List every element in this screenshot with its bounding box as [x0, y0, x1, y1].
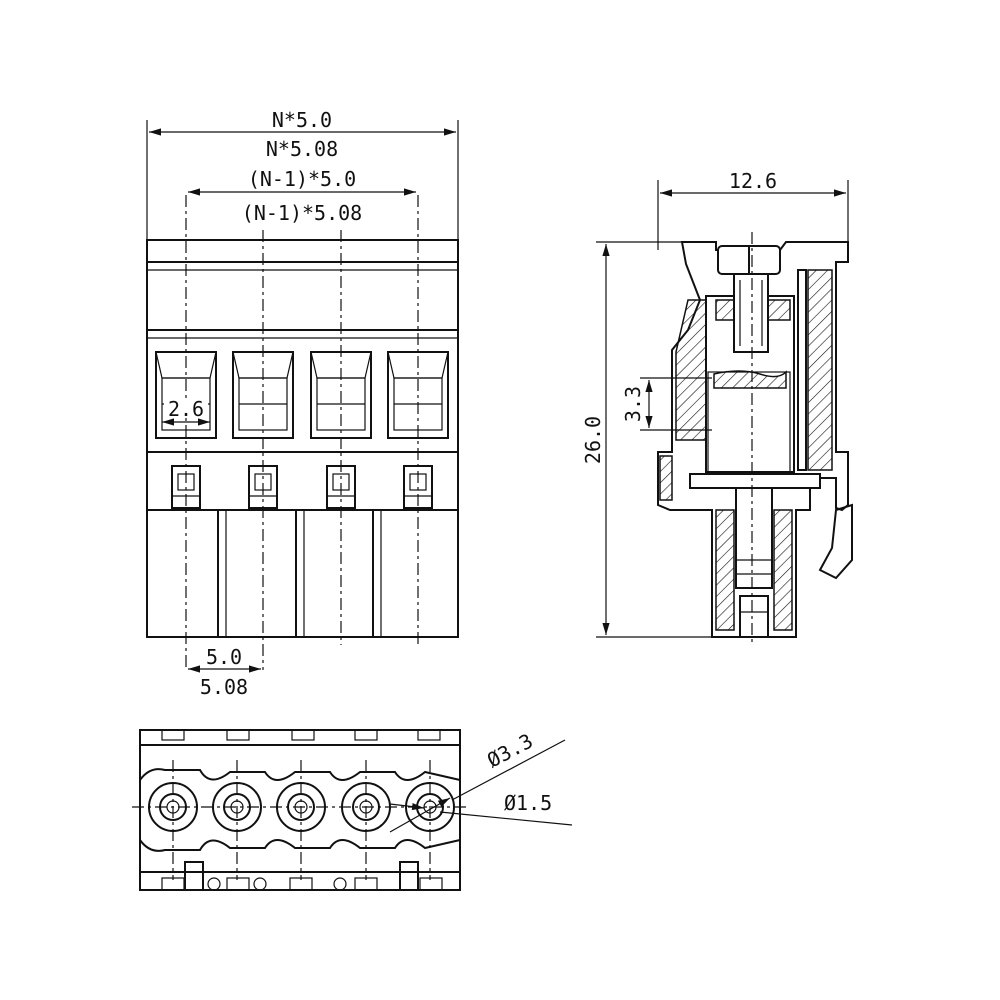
dim-side-width: 12.6 [729, 169, 777, 193]
dim-total-b: N*5.08 [266, 137, 338, 161]
dim-span-a: (N-1)*5.0 [248, 167, 356, 191]
contact-pin [689, 473, 821, 638]
lower-segments [217, 510, 382, 637]
side-view: 12.6 26.0 3.3 [581, 169, 853, 645]
dim-outer-dia: Ø3.3 [483, 729, 537, 773]
dim-span-b: (N-1)*5.08 [242, 201, 362, 225]
clamp-plate [713, 370, 787, 389]
dim-opening: 2.6 [168, 397, 204, 421]
front-body-outline [146, 239, 459, 638]
dim-side-height: 26.0 [581, 416, 605, 464]
dim-inner-dia: Ø1.5 [504, 791, 552, 815]
wire-openings [155, 351, 449, 439]
dim-total-a: N*5.0 [272, 108, 332, 132]
front-view: N*5.0 N*5.08 (N-1)*5.0 (N-1)*5.08 2.6 5.… [146, 108, 459, 699]
latches [171, 465, 433, 509]
dim-side-clamp: 3.3 [621, 386, 645, 422]
bottom-view: Ø3.3 Ø1.5 [132, 729, 573, 891]
dim-pitch-b: 5.08 [200, 675, 248, 699]
bottom-outline [139, 729, 461, 891]
screw [717, 245, 781, 353]
dim-pitch-a: 5.0 [206, 645, 242, 669]
